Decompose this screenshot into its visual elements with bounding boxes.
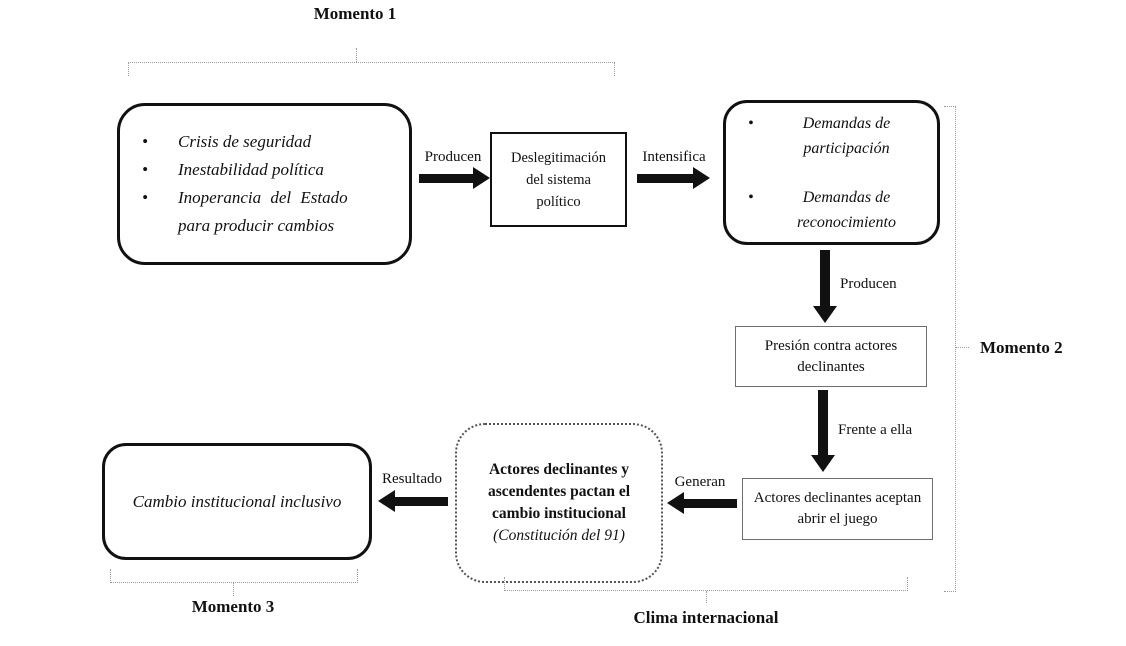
- generan-arrow: [667, 492, 737, 514]
- box-aceptan: Actores declinantes aceptan abrir el jue…: [742, 478, 933, 540]
- resultado-arrow: [378, 490, 448, 512]
- demanda-item-text: Demandas de reconocimiento: [797, 188, 896, 231]
- causes-list: • Crisis de seguridad • Inestabilidad po…: [120, 128, 409, 240]
- momento-3-label: Momento 3: [191, 597, 275, 616]
- bullet-glyph: •: [142, 132, 148, 151]
- clima-bracket: [504, 577, 908, 591]
- clima-label: Clima internacional: [633, 608, 779, 627]
- producen-2-arrow-label: Producen: [840, 276, 897, 292]
- arrow-shaft: [682, 499, 737, 508]
- producen-1-arrow: [419, 167, 490, 189]
- clima-bracket-tick: [706, 591, 707, 603]
- arrow-shaft: [818, 390, 828, 457]
- demanda-item-text: Demandas de participación: [802, 114, 891, 157]
- bullet-glyph: •: [748, 114, 754, 132]
- box-deslegitimacion: Deslegitimación del sistema político: [490, 132, 627, 227]
- arrow-head: [693, 167, 710, 189]
- box-pactan-subtext: (Constitución del 91): [493, 527, 625, 544]
- generan-arrow-label: Generan: [674, 474, 726, 490]
- box-pactan-text: Actores declinantes y ascendentes pactan…: [487, 461, 631, 522]
- producen-1-arrow-label: Producen: [424, 149, 482, 165]
- momento-1-bracket: [128, 62, 615, 76]
- resultado-arrow-label: Resultado: [382, 471, 442, 487]
- arrow-head: [813, 306, 837, 323]
- cause-item-text: Crisis de seguridad: [178, 132, 312, 151]
- box-cambio: Cambio institucional inclusivo: [102, 443, 372, 560]
- arrow-shaft: [393, 497, 448, 506]
- box-demandas: • Demandas de participación • Demandas d…: [723, 100, 940, 245]
- bullet-glyph: •: [142, 160, 148, 179]
- intensifica-arrow: [637, 167, 710, 189]
- list-item: • Inestabilidad política: [142, 156, 399, 184]
- arrow-head: [473, 167, 490, 189]
- arrow-head: [378, 490, 395, 512]
- demandas-list: • Demandas de participación • Demandas d…: [726, 111, 937, 235]
- box-deslegitimacion-text: Deslegitimación del sistema político: [510, 149, 607, 210]
- momento-3-bracket: [110, 569, 358, 583]
- momento-2-bracket-tick: [956, 347, 969, 348]
- box-cambio-text: Cambio institucional inclusivo: [132, 491, 342, 511]
- frente-arrow: [811, 390, 835, 472]
- frente-arrow-label: Frente a ella: [838, 422, 913, 438]
- bullet-glyph: •: [748, 188, 754, 206]
- cause-item-text: Inestabilidad política: [178, 160, 324, 179]
- momento-1-label: Momento 1: [313, 4, 397, 23]
- producen-2-arrow: [813, 250, 837, 323]
- cause-item-text: Inoperancia del Estado para producir cam…: [178, 188, 348, 235]
- box-presion: Presión contra actores declinantes: [735, 326, 927, 387]
- list-item: • Inoperancia del Estado para producir c…: [142, 184, 399, 240]
- intensifica-arrow-label: Intensifica: [642, 149, 706, 165]
- box-aceptan-text: Actores declinantes aceptan abrir el jue…: [753, 490, 922, 527]
- box-pactan: Actores declinantes y ascendentes pactan…: [455, 423, 663, 583]
- momento-3-bracket-tick: [233, 583, 234, 596]
- list-item: • Demandas de participación: [748, 111, 927, 161]
- arrow-shaft: [419, 174, 475, 183]
- box-presion-text: Presión contra actores declinantes: [764, 337, 898, 375]
- momento-2-bracket: [944, 106, 956, 592]
- list-item: • Crisis de seguridad: [142, 128, 399, 156]
- momento-1-bracket-tick: [356, 48, 357, 62]
- momento-2-label: Momento 2: [980, 338, 1063, 357]
- arrow-head: [811, 455, 835, 472]
- arrow-head: [667, 492, 684, 514]
- bullet-glyph: •: [142, 188, 148, 207]
- arrow-shaft: [820, 250, 830, 308]
- box-causes: • Crisis de seguridad • Inestabilidad po…: [117, 103, 412, 265]
- arrow-shaft: [637, 174, 695, 183]
- list-item: • Demandas de reconocimiento: [748, 185, 927, 235]
